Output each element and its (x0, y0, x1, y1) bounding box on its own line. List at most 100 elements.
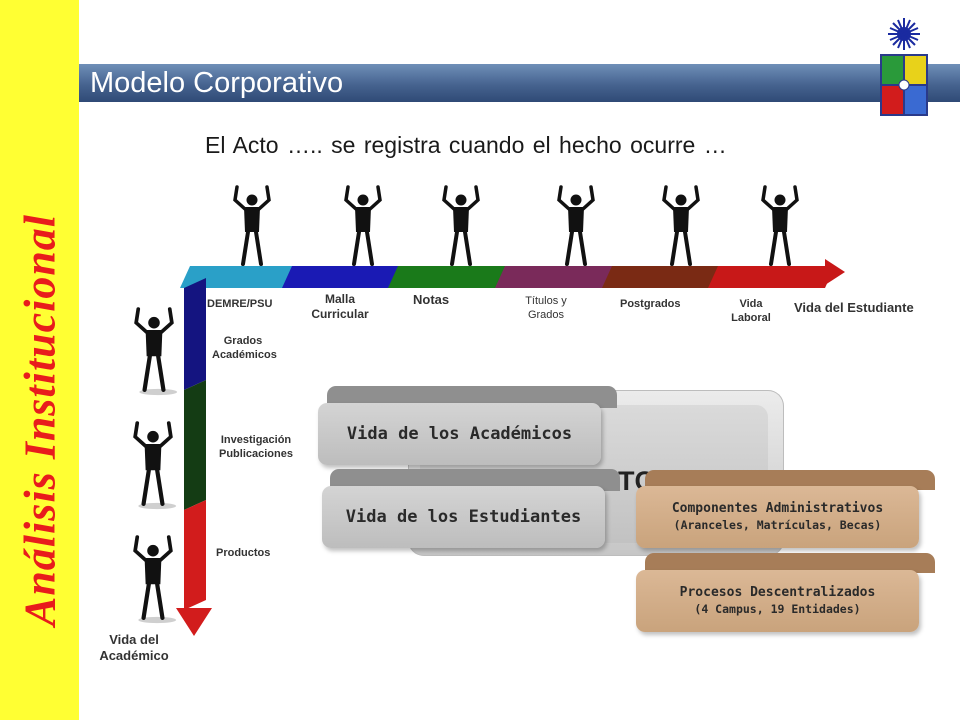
administrativos-box-top (645, 470, 935, 490)
person-legs (142, 354, 166, 392)
person-arm (466, 185, 480, 211)
descentralizados-box-top (645, 553, 935, 573)
person-legs (769, 230, 791, 266)
person-torso (355, 207, 371, 232)
timeline-segment-h (180, 266, 302, 288)
timeline-segment-v (184, 500, 206, 610)
person-arm (133, 535, 148, 562)
person-arm (158, 535, 173, 562)
stage-label-investigacion: Investigación Publicaciones (219, 434, 293, 460)
person-icon (344, 185, 382, 266)
person-torso (244, 207, 260, 232)
person-legs (450, 230, 472, 266)
descentralizados-detail: (4 Campus, 19 Entidades) (694, 602, 861, 617)
sidebar-band (0, 0, 79, 720)
person-torso (144, 444, 162, 471)
person-torso (145, 330, 163, 357)
person-shadow (139, 388, 178, 396)
person-torso (568, 207, 584, 232)
timeline-segment-h (495, 266, 622, 288)
person-legs (141, 468, 165, 506)
person-icon (761, 185, 799, 266)
stage-label-notas: Notas (413, 292, 450, 307)
person-icon (662, 185, 700, 266)
horizontal-arrowhead (825, 259, 845, 285)
person-icon (557, 185, 595, 266)
stage-label-demre: DEMRE/PSU (207, 298, 273, 310)
axis-label-academico: Vida del Académico (99, 632, 169, 664)
person-arm (662, 185, 676, 211)
person-arm (686, 185, 700, 211)
person-arm (233, 185, 247, 211)
stage-label-titulos: Títulos y Grados (525, 295, 567, 321)
person-icon (233, 185, 271, 266)
administrativos-box: Componentes Administrativos (Aranceles, … (636, 486, 919, 548)
person-head (246, 194, 258, 206)
person-head (774, 194, 786, 206)
person-torso (144, 558, 162, 585)
axis-label-estudiante: Vida del Estudiante (794, 300, 914, 315)
stage-label-productos: Productos (216, 547, 271, 559)
person-icon (134, 307, 178, 396)
person-arm (257, 185, 271, 211)
person-legs (241, 230, 263, 266)
administrativos-title: Componentes Administrativos (671, 501, 884, 517)
figures-group (133, 185, 799, 624)
timeline-segment-v (184, 380, 206, 510)
descentralizados-box: Procesos Descentralizados (4 Campus, 19 … (636, 570, 919, 632)
timeline-segment-h (602, 266, 728, 288)
timeline-segment-v (184, 278, 206, 390)
university-logo-icon (880, 18, 928, 116)
person-arm (557, 185, 571, 211)
person-arm (134, 307, 149, 334)
stage-label-postgrados: Postgrados (620, 298, 681, 310)
person-arm (761, 185, 775, 211)
person-arm (158, 421, 173, 448)
estudiantes-box: Vida de los Estudiantes (322, 486, 605, 548)
academicos-box: Vida de los Académicos (318, 403, 601, 465)
academicos-box-top (327, 386, 617, 408)
person-arm (785, 185, 799, 211)
timeline-segment-h (708, 266, 835, 288)
person-legs (670, 230, 692, 266)
person-head (455, 194, 467, 206)
person-head (148, 316, 160, 329)
person-torso (673, 207, 689, 232)
person-icon (133, 421, 177, 510)
person-head (147, 544, 159, 557)
vertical-arrowhead (176, 608, 212, 636)
person-icon (442, 185, 480, 266)
person-arm (344, 185, 358, 211)
descentralizados-title: Procesos Descentralizados (679, 585, 876, 601)
timeline-segment-h (282, 266, 408, 288)
page-title: Modelo Corporativo (90, 67, 344, 99)
person-legs (565, 230, 587, 266)
estudiantes-box-top (330, 469, 620, 491)
person-torso (453, 207, 469, 232)
horizontal-timeline (180, 266, 835, 288)
slide-subtitle: El Acto ….. se registra cuando el hecho … (205, 132, 727, 158)
person-icon (133, 535, 177, 624)
person-torso (772, 207, 788, 232)
person-shadow (138, 502, 177, 510)
person-arm (581, 185, 595, 211)
stage-label-grados: Grados Académicos (212, 335, 277, 361)
person-shadow (138, 616, 177, 624)
person-legs (352, 230, 374, 266)
person-legs (141, 582, 165, 620)
person-head (357, 194, 369, 206)
person-head (570, 194, 582, 206)
person-head (147, 430, 159, 443)
stage-label-vida-laboral: Vida Laboral (731, 298, 771, 324)
person-arm (159, 307, 174, 334)
administrativos-detail: (Aranceles, Matrículas, Becas) (673, 518, 882, 533)
person-arm (133, 421, 148, 448)
header-bar (79, 64, 960, 102)
person-arm (368, 185, 382, 211)
vertical-timeline (184, 266, 206, 610)
person-head (675, 194, 687, 206)
timeline-segment-h (388, 266, 515, 288)
person-arm (442, 185, 456, 211)
stage-label-malla: Malla Curricular (311, 292, 369, 321)
